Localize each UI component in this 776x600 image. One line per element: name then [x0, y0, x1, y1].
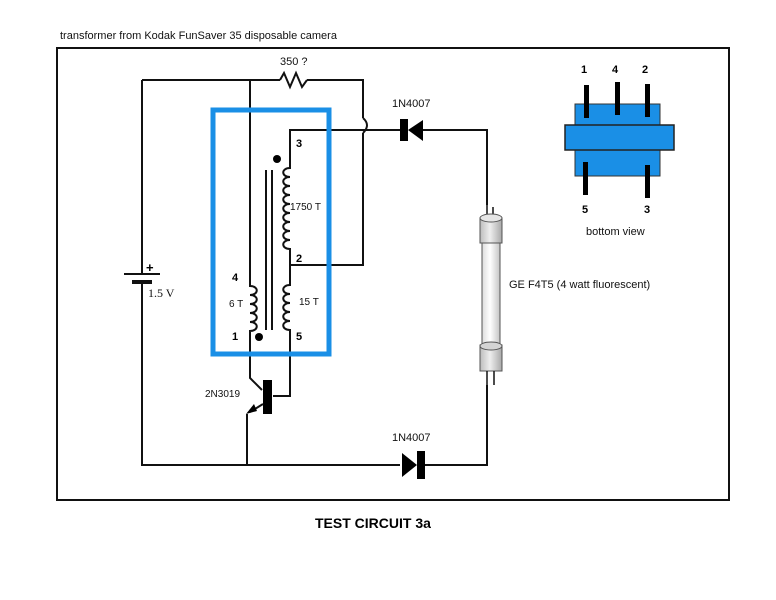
- wire-diode-top-to-lamp: [413, 129, 488, 205]
- coil-secondary: [282, 160, 291, 265]
- pinout-label-2: 2: [642, 64, 648, 76]
- lamp-label: GE F4T5 (4 watt fluorescent): [509, 279, 650, 291]
- transistor-base-bar: [263, 380, 272, 414]
- polarity-dot-primary: [255, 333, 263, 341]
- wire-diode-bottom-to-lamp: [425, 385, 488, 466]
- wire-pin1-collector: [249, 338, 263, 391]
- diode-top-triangle: [408, 120, 423, 141]
- battery: + 1.5 V: [124, 260, 175, 300]
- pinout-label-3: 3: [644, 204, 650, 216]
- fluorescent-lamp: GE F4T5 (4 watt fluorescent): [479, 205, 650, 386]
- wire-top-right: [307, 79, 364, 118]
- diode-top: 1N4007: [392, 98, 431, 141]
- diagram-title: TEST CIRCUIT 3a: [315, 515, 431, 531]
- diagram-frame: [56, 47, 730, 501]
- diode-top-label: 1N4007: [392, 98, 431, 110]
- wires: [141, 79, 488, 466]
- pinout-label-5: 5: [582, 204, 588, 216]
- diode-bottom-label: 1N4007: [392, 432, 431, 444]
- pinout-label-4: 4: [612, 64, 619, 76]
- diode-bottom: 1N4007: [392, 432, 431, 479]
- diode-top-cathode-bar: [400, 119, 408, 141]
- pin-label-3: 3: [296, 138, 302, 150]
- polarity-dot-secondary: [273, 155, 281, 163]
- transistor-label: 2N3019: [205, 389, 240, 400]
- pinout-caption: bottom view: [586, 226, 645, 238]
- lamp-tube: [481, 239, 501, 351]
- transformer-pinout: 1 4 2 5 3 bottom view: [564, 64, 675, 238]
- pin-label-1: 1: [232, 331, 238, 343]
- pin-label-4: 4: [232, 272, 239, 284]
- resistor-label: 350 ?: [280, 56, 308, 68]
- resistor-symbol: [279, 70, 308, 90]
- battery-label: 1.5 V: [148, 286, 175, 300]
- transistor-2n3019: 2N3019: [205, 380, 272, 414]
- wire-pin5-base: [273, 338, 291, 397]
- pin-label-2: 2: [296, 253, 302, 265]
- battery-negative-plate: [132, 280, 152, 284]
- wire-pin2: [290, 133, 364, 266]
- pinout-pin-3: [645, 165, 650, 198]
- transformer: 3 2 4 1 5 1750 T 6 T 15 T: [210, 107, 332, 357]
- pinout-pin-5: [583, 162, 588, 195]
- pinout-label-1: 1: [581, 64, 587, 76]
- lamp-top-cap-rim: [479, 213, 503, 223]
- lamp-bottom-cap-rim: [479, 341, 503, 351]
- pinout-pin-1: [584, 85, 589, 118]
- diode-bottom-triangle: [402, 453, 417, 477]
- wire-battery-bottom: [141, 282, 400, 466]
- winding-label-secondary: 1750 T: [290, 202, 321, 213]
- resistor-350: 350 ?: [279, 56, 308, 90]
- pinout-core: [564, 124, 675, 151]
- winding-label-feedback: 15 T: [299, 297, 319, 308]
- pinout-pin-2: [645, 84, 650, 117]
- coil-feedback: [282, 265, 291, 338]
- header-caption: transformer from Kodak FunSaver 35 dispo…: [60, 30, 338, 42]
- pinout-pin-4: [615, 82, 620, 115]
- diode-bottom-cathode-bar: [417, 451, 425, 479]
- coil-primary: [249, 284, 258, 338]
- winding-label-primary: 6 T: [229, 299, 243, 310]
- wire-crossover: [362, 117, 368, 134]
- transistor-emitter-arrow: [246, 404, 257, 414]
- transformer-box: [210, 107, 332, 357]
- wire-pin3: [289, 129, 400, 160]
- battery-plus-sign: +: [146, 260, 154, 275]
- pin-label-5: 5: [296, 331, 302, 343]
